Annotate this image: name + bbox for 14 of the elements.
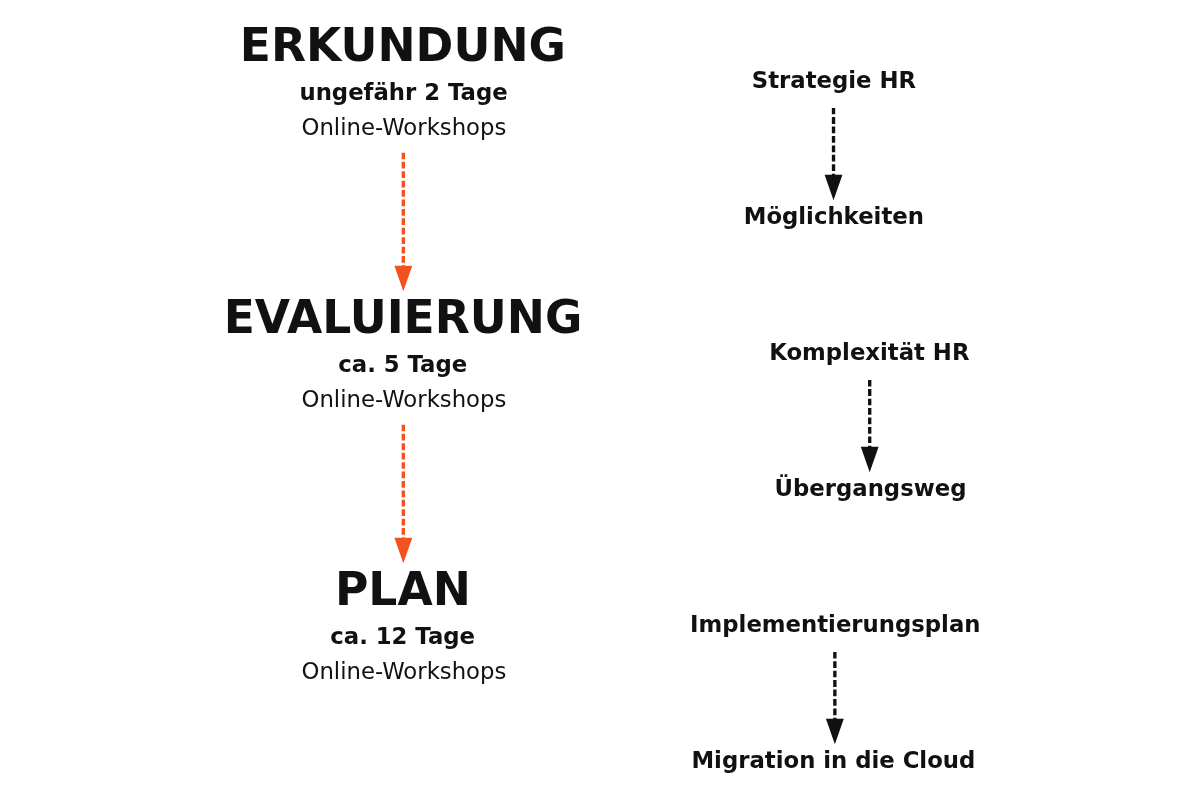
node-text: Implementierungsplan	[689, 610, 981, 637]
arrow	[825, 651, 844, 744]
node-text: EVALUIERUNG ca. 5 Tage Online-Workshops	[223, 290, 582, 412]
arrow	[393, 424, 412, 563]
arrow	[860, 379, 879, 472]
arrow	[393, 152, 412, 291]
node-text: PLAN ca. 12 Tage Online-Workshops	[300, 562, 506, 684]
node-text: Strategie HR	[751, 66, 916, 93]
node-text: ERKUNDUNG ungefähr 2 Tage Online-Workshops	[239, 18, 566, 140]
node-text: Migration in die Cloud	[690, 746, 975, 773]
arrow	[824, 107, 842, 200]
node-text: Übergangsweg	[774, 474, 966, 501]
node-text: Möglichkeiten	[743, 202, 924, 229]
node-text: Komplexität HR	[768, 338, 969, 365]
